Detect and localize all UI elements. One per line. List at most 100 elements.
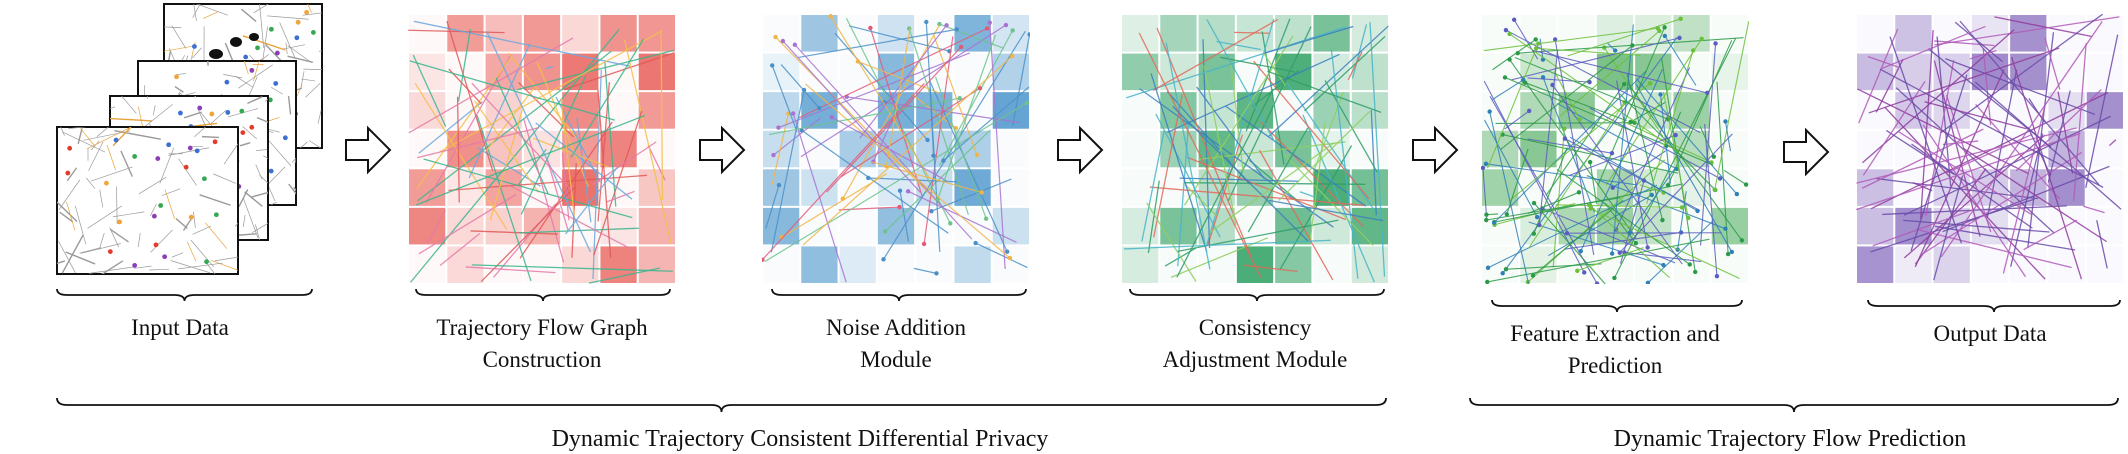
trajectory-line	[1527, 191, 1580, 214]
trajectory-point	[1483, 161, 1489, 167]
trajectory-line	[546, 158, 569, 232]
trajectory-line	[931, 178, 1012, 212]
grid-cell	[916, 169, 953, 206]
trajectory-line	[1179, 177, 1299, 182]
grid-cell	[1520, 169, 1557, 206]
grid-cell	[1971, 169, 2009, 206]
trajectory-point	[884, 164, 889, 169]
grid-cell	[992, 169, 1029, 206]
trajectory-point	[977, 85, 983, 91]
curly-brace-icon	[771, 288, 1027, 302]
trajectory-line	[592, 141, 657, 186]
trajectory-point	[1723, 119, 1728, 124]
trajectory-line	[1934, 40, 1995, 47]
curly-brace-icon	[1469, 397, 2119, 413]
trajectory-line	[1165, 42, 1211, 270]
trajectory-line	[933, 35, 978, 156]
trajectory-line	[1889, 36, 1963, 244]
trajectory-point	[1612, 48, 1618, 53]
trajectory-line	[1209, 142, 1335, 234]
trajectory-line	[1258, 149, 1334, 281]
grid-cell	[1122, 130, 1159, 168]
trajectory-line	[1260, 121, 1364, 228]
trajectory-line	[1862, 29, 2015, 164]
trajectory-line	[1884, 106, 2046, 280]
grid-cell	[801, 92, 838, 129]
trajectory-line	[604, 62, 617, 207]
trajectory-line	[1299, 191, 1314, 198]
trajectory-line	[1569, 136, 1698, 212]
trajectory-line	[509, 184, 635, 252]
trajectory-line	[1724, 121, 1732, 152]
trajectory-line	[1527, 138, 1613, 154]
trajectory-point	[1576, 190, 1582, 195]
trajectory-point	[1485, 265, 1491, 270]
trajectory-point	[1609, 151, 1615, 156]
trajectory-line	[764, 102, 1028, 263]
trajectory-point	[1503, 267, 1509, 272]
trajectory-point	[957, 96, 962, 101]
grid-cell	[1971, 246, 2009, 283]
trajectory-line	[768, 97, 960, 136]
trajectory-line	[1553, 70, 1581, 120]
trajectory-line	[840, 87, 981, 178]
trajectory-line	[1605, 38, 1703, 186]
trajectory-point	[1677, 35, 1682, 41]
trajectory-line	[471, 264, 673, 272]
trajectory-point	[954, 27, 959, 32]
trajectory-line	[1723, 169, 1747, 185]
trajectory-line	[1528, 221, 1664, 266]
trajectory-line	[1564, 138, 1701, 211]
trajectory-point	[1010, 28, 1015, 33]
trajectory-line	[417, 127, 540, 159]
trajectory-line	[1647, 220, 1713, 284]
trajectory-line	[1244, 264, 1298, 272]
trajectory-line	[1611, 24, 1634, 254]
grid-cell	[447, 207, 484, 245]
trajectory-line	[798, 28, 957, 59]
trajectory-line	[1155, 113, 1221, 238]
trajectory-line	[1946, 133, 2033, 174]
grid-cell	[600, 130, 637, 168]
trajectory-point	[1531, 200, 1537, 206]
trajectory-line	[1216, 40, 1261, 51]
trajectory-point	[1693, 269, 1698, 275]
trajectory-point	[1507, 31, 1512, 37]
trajectory-point	[1536, 41, 1541, 46]
trajectory-line	[1263, 25, 1354, 55]
trajectory-point	[973, 240, 978, 246]
grid-cell	[992, 207, 1029, 245]
trajectory-line	[762, 83, 925, 261]
grid-cell	[2086, 130, 2123, 168]
trajectory-line	[1207, 134, 1243, 246]
trajectory-line	[1868, 47, 2060, 114]
grid-cell	[1558, 15, 1595, 52]
trajectory-point	[1645, 280, 1651, 284]
trajectory-point	[776, 125, 781, 130]
grid-cell	[485, 207, 522, 245]
trajectory-line	[1533, 202, 1606, 284]
trajectory-line	[1492, 79, 1524, 100]
trajectory-line	[597, 89, 612, 259]
trajectory-line	[456, 96, 460, 203]
trajectory-line	[937, 34, 996, 200]
trajectory-line	[1586, 175, 1726, 230]
trajectory-line	[1012, 34, 1030, 127]
trajectory-line	[533, 137, 609, 168]
trajectory-line	[1982, 48, 1992, 125]
trajectory-line	[1138, 32, 1262, 278]
trajectory-point	[1717, 176, 1723, 181]
trajectory-line	[1861, 128, 1984, 189]
trajectory-line	[1933, 175, 1964, 281]
trajectory-line	[1532, 199, 1624, 277]
trajectory-line	[1203, 65, 1237, 226]
grid-cell	[839, 207, 876, 245]
trajectory-line	[489, 109, 523, 221]
trajectory-point	[1695, 208, 1700, 214]
trajectory-line	[1856, 132, 2081, 211]
trajectory-line	[975, 242, 1028, 269]
trajectory-line	[1612, 150, 1666, 189]
trajectory-line	[408, 37, 574, 134]
grid-cell	[1198, 15, 1235, 52]
